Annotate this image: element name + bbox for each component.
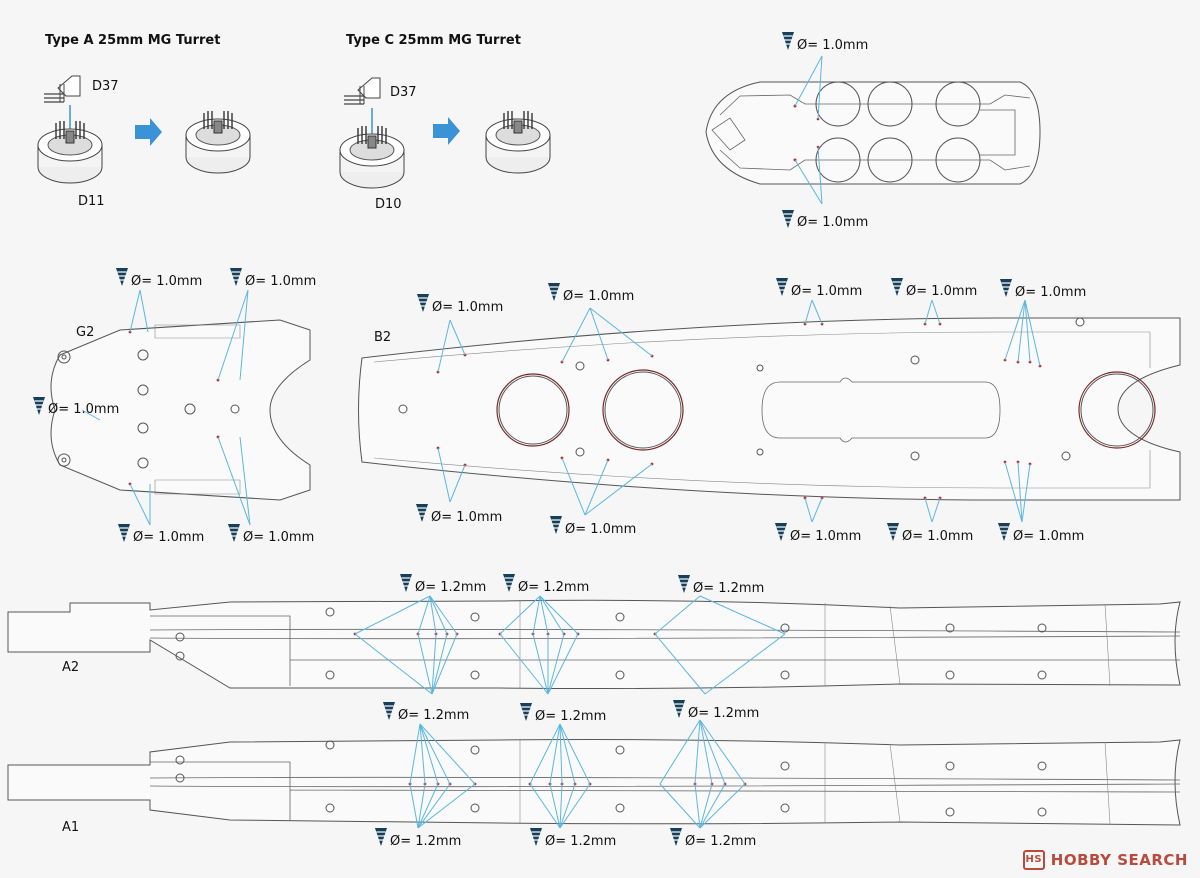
type-c-title: Type C 25mm MG Turret — [346, 33, 521, 48]
d37-part-icon — [43, 75, 81, 103]
g2-deck-part: G2 Ø= 1.0mm Ø= 1.0mm Ø= 1.0mm Ø= 1.0mm Ø… — [32, 267, 316, 545]
type-c-turret-assembly: Type C 25mm MG Turret D37 D10 — [339, 33, 551, 212]
type-a-d11-label: D11 — [78, 194, 105, 209]
drill-label: Ø= 1.0mm — [1015, 285, 1086, 300]
arrow-icon — [433, 117, 460, 145]
type-c-d37-label: D37 — [390, 85, 417, 100]
d10-turret-icon — [339, 125, 405, 189]
assembled-turret-icon — [185, 110, 251, 174]
drill-label: Ø= 1.0mm — [48, 402, 119, 417]
arrow-icon — [135, 118, 162, 146]
drill-label: Ø= 1.0mm — [1013, 529, 1084, 544]
drill-label: Ø= 1.0mm — [431, 510, 502, 525]
drill-label: Ø= 1.2mm — [693, 581, 764, 596]
stern-deck-part: Ø= 1.0mm Ø= 1.0mm — [705, 31, 1041, 230]
type-a-turret-assembly: Type A 25mm MG Turret D37 D11 — [37, 33, 251, 209]
drill-label: Ø= 1.2mm — [398, 708, 469, 723]
hobby-search-logo-icon: HS — [1022, 850, 1045, 870]
type-a-title: Type A 25mm MG Turret — [45, 33, 220, 48]
drill-label: Ø= 1.0mm — [902, 529, 973, 544]
d37-part-icon — [343, 77, 381, 105]
a1-hull-part: A1 Ø= 1.2mm Ø= 1.2mm Ø= 1.2mm — [7, 719, 1181, 849]
drill-label: Ø= 1.2mm — [415, 580, 486, 595]
b2-deck-part: B2 Ø= 1.0m — [358, 277, 1181, 544]
drill-label: Ø= 1.0mm — [791, 284, 862, 299]
drill-label: Ø= 1.2mm — [688, 706, 759, 721]
hobby-search-watermark: HS HOBBY SEARCH — [1022, 850, 1188, 870]
drill-label: Ø= 1.2mm — [518, 580, 589, 595]
type-c-d10-label: D10 — [375, 197, 402, 212]
drill-label: Ø= 1.0mm — [790, 529, 861, 544]
g2-label: G2 — [76, 325, 94, 340]
type-a-d37-label: D37 — [92, 79, 119, 94]
a2-hull-part: A2 Ø= 1.2mm Ø= 1.2mm Ø= 1.2mm Ø= 1.2mm Ø… — [7, 573, 1181, 724]
assembled-turret-icon — [485, 110, 551, 174]
drill-label: Ø= 1.2mm — [390, 834, 461, 849]
d11-turret-icon — [37, 120, 103, 184]
drill-label: Ø= 1.0mm — [131, 274, 202, 289]
drill-label: Ø= 1.0mm — [133, 530, 204, 545]
drill-label: Ø= 1.0mm — [906, 284, 977, 299]
watermark-text: HOBBY SEARCH — [1050, 851, 1188, 869]
b2-label: B2 — [374, 330, 391, 345]
drill-label: Ø= 1.0mm — [432, 300, 503, 315]
drill-label: Ø= 1.0mm — [563, 289, 634, 304]
drill-label: Ø= 1.2mm — [685, 834, 756, 849]
drill-label: Ø= 1.2mm — [545, 834, 616, 849]
drill-label: Ø= 1.0mm — [797, 215, 868, 230]
drill-label: Ø= 1.2mm — [535, 709, 606, 724]
drill-label: Ø= 1.0mm — [565, 522, 636, 537]
drill-label: Ø= 1.0mm — [243, 530, 314, 545]
drill-label: Ø= 1.0mm — [245, 274, 316, 289]
a2-label: A2 — [62, 660, 79, 675]
a1-label: A1 — [62, 820, 79, 835]
drill-label: Ø= 1.0mm — [797, 38, 868, 53]
